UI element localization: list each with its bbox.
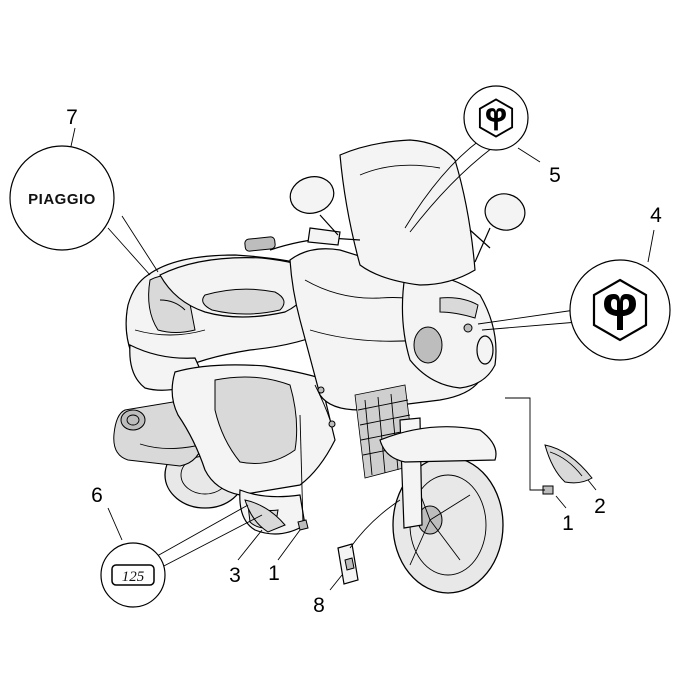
brand-name-decal: PIAGGIO [28,191,96,208]
callout-4: 4 [650,204,662,227]
clip-part-1-right [542,485,554,495]
lower-body [171,364,336,535]
callout-circle-emblem-small [463,85,529,151]
decal-part-8 [337,543,359,585]
decal-part-2 [544,444,593,484]
front-wheel-assembly [379,417,504,594]
callout-6: 6 [91,484,103,507]
callout-circle-brand: PIAGGIO [9,145,115,251]
side-details [299,384,336,526]
handlebars [244,176,526,263]
decal-part-3 [244,499,286,533]
front-fairing [401,273,497,389]
clip-part-1-left [297,519,309,531]
displacement-badge-decal: 125 [122,569,145,585]
callout-1-left: 1 [268,562,280,585]
callout-1-right: 1 [562,512,574,535]
callout-8: 8 [313,594,325,617]
callout-5: 5 [549,164,561,187]
callout-7: 7 [66,106,78,129]
windscreen [339,139,476,286]
scooter-illustration [113,139,526,594]
callout-numbers: 7 5 4 6 3 1 8 1 2 [66,106,662,617]
callout-3: 3 [229,564,241,587]
piaggio-hexagon-emblem-icon [478,98,514,138]
callout-circle-badge: 125 [100,542,166,608]
seat [159,257,319,318]
piaggio-hexagon-emblem-icon [592,278,648,342]
callout-2: 2 [594,495,606,518]
leader-lines [67,127,655,591]
callout-circle-emblem-large [569,259,671,361]
